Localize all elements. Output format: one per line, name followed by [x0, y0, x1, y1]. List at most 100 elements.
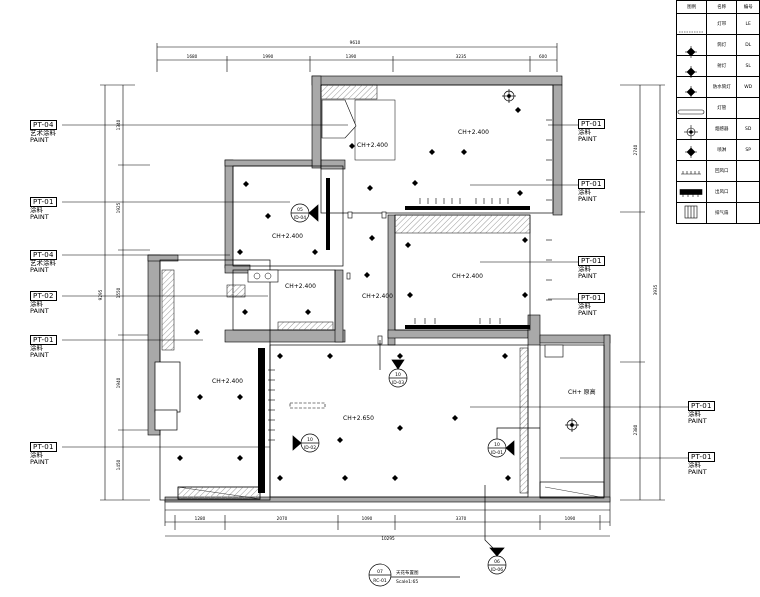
title-name: 天花布置图: [396, 569, 419, 576]
small-fixtures: [346, 211, 387, 345]
legend-name: 射灯: [706, 55, 738, 77]
section-5-ref: ID-06: [491, 567, 503, 573]
legend-name: 筒灯: [706, 34, 738, 56]
tag-cn: 艺术涂料: [30, 129, 56, 137]
legend-symbol-cell: [675, 139, 708, 161]
section-4-ref: ID-01: [491, 450, 503, 456]
ch-dining: CH+2.400: [212, 378, 243, 385]
dim-left-3: 1550: [116, 287, 121, 298]
tag-en: PAINT: [30, 266, 49, 274]
legend-symbol-cell: [675, 55, 708, 77]
tag-cn: 涂料: [30, 300, 43, 308]
material-tag-left-2: PT-01 涂料 PAINT: [30, 197, 57, 221]
dim-bottom-total: 10295: [381, 536, 395, 541]
section-1-ref: ID-04: [294, 215, 306, 221]
legend-symbol-cell: [675, 97, 708, 119]
legend-row: 出风口: [675, 181, 760, 203]
tag-en: PAINT: [578, 272, 597, 280]
material-tag-right-3: PT-01 涂料 PAINT: [578, 256, 605, 280]
material-tag-right-4: PT-01 涂料 PAINT: [578, 293, 605, 317]
tag-cn: 艺术涂料: [30, 259, 56, 267]
tag-cn: 涂料: [578, 188, 591, 196]
legend-code: SL: [736, 55, 760, 77]
legend-name: 排气扇: [706, 202, 738, 224]
dim-bottom-3: 1090: [362, 516, 373, 521]
ch-study: CH+2.400: [458, 129, 489, 136]
tag-code: PT-04: [30, 250, 57, 260]
dim-left-5: 1450: [116, 459, 121, 470]
section-marker-3: [292, 433, 320, 453]
dim-top-3: 1390: [346, 54, 357, 59]
dim-left-4: 1940: [116, 377, 121, 388]
legend-symbol-cell: [675, 118, 708, 140]
legend-name: 烟感器: [706, 118, 738, 140]
tag-code: PT-01: [30, 197, 57, 207]
section-4-num: 10: [494, 442, 500, 448]
legend-symbol-cell: [675, 76, 708, 98]
legend-name: 灯带: [706, 13, 738, 35]
legend-code: [736, 202, 760, 224]
dim-left-2: 1925: [116, 202, 121, 213]
ch-bedroom: CH+2.400: [272, 233, 303, 240]
bottom-dimension-chain: [164, 500, 611, 530]
tag-en: PAINT: [30, 351, 49, 359]
legend-symbol-cell: [675, 13, 708, 35]
legend-header-symbol: 图例: [675, 0, 708, 14]
tag-cn: 涂料: [688, 461, 701, 469]
tag-en: PAINT: [30, 458, 49, 466]
material-tag-left-5: PT-01 涂料 PAINT: [30, 335, 57, 359]
crosshair-lights: [502, 89, 579, 432]
section-3-num: 10: [307, 437, 313, 443]
title-ref: RC-01: [373, 578, 387, 584]
material-tag-right-1: PT-01 涂料 PAINT: [578, 119, 605, 143]
title-num: 07: [377, 569, 383, 575]
top-dimension-chain: [156, 43, 558, 72]
legend-header-code: 编号: [736, 0, 760, 14]
section-5-num: 06: [494, 559, 500, 565]
ch-corridor: CH+2.400: [362, 293, 393, 300]
legend-code: SP: [736, 139, 760, 161]
tag-en: PAINT: [578, 309, 597, 317]
legend-name: 灯管: [706, 97, 738, 119]
legend-name: 出风口: [706, 181, 738, 203]
tag-en: PAINT: [688, 468, 707, 476]
tag-en: PAINT: [30, 136, 49, 144]
ch-kitchen: CH+2.400: [285, 283, 316, 290]
ch-living: CH+2.650: [343, 415, 374, 422]
legend-row: 排气扇: [675, 202, 760, 224]
tag-en: PAINT: [30, 307, 49, 315]
tag-code: PT-01: [578, 293, 605, 303]
leader-lines: [62, 124, 688, 459]
legend-row: 灯管: [675, 97, 760, 119]
dim-bottom-2: 2070: [277, 516, 288, 521]
tag-cn: 涂料: [30, 344, 43, 352]
section-2-ref: ID-03: [392, 380, 404, 386]
legend-name: 防水筒灯: [706, 76, 738, 98]
tag-code: PT-01: [688, 401, 715, 411]
tag-code: PT-01: [30, 442, 57, 452]
dim-right-3: 2380: [633, 424, 638, 435]
section-marker-5: [484, 485, 507, 575]
tag-en: PAINT: [30, 213, 49, 221]
tag-cn: 涂料: [30, 206, 43, 214]
ch-master-bath: CH+2.400: [357, 142, 388, 149]
legend-code: [736, 97, 760, 119]
tag-code: PT-04: [30, 120, 57, 130]
dim-top-2: 1990: [263, 54, 274, 59]
tag-code: PT-01: [578, 179, 605, 189]
title-scale: Scale1:65: [396, 579, 418, 585]
legend-name: 喷淋: [706, 139, 738, 161]
material-tag-left-1: PT-04 艺术涂料 PAINT: [30, 120, 57, 144]
tag-cn: 涂料: [578, 265, 591, 273]
dim-top-total: 9610: [350, 40, 361, 45]
light-troughs: [258, 178, 530, 493]
dim-bottom-4: 3370: [456, 516, 467, 521]
legend-name: 回风口: [706, 160, 738, 182]
dim-bottom-1: 1280: [195, 516, 206, 521]
